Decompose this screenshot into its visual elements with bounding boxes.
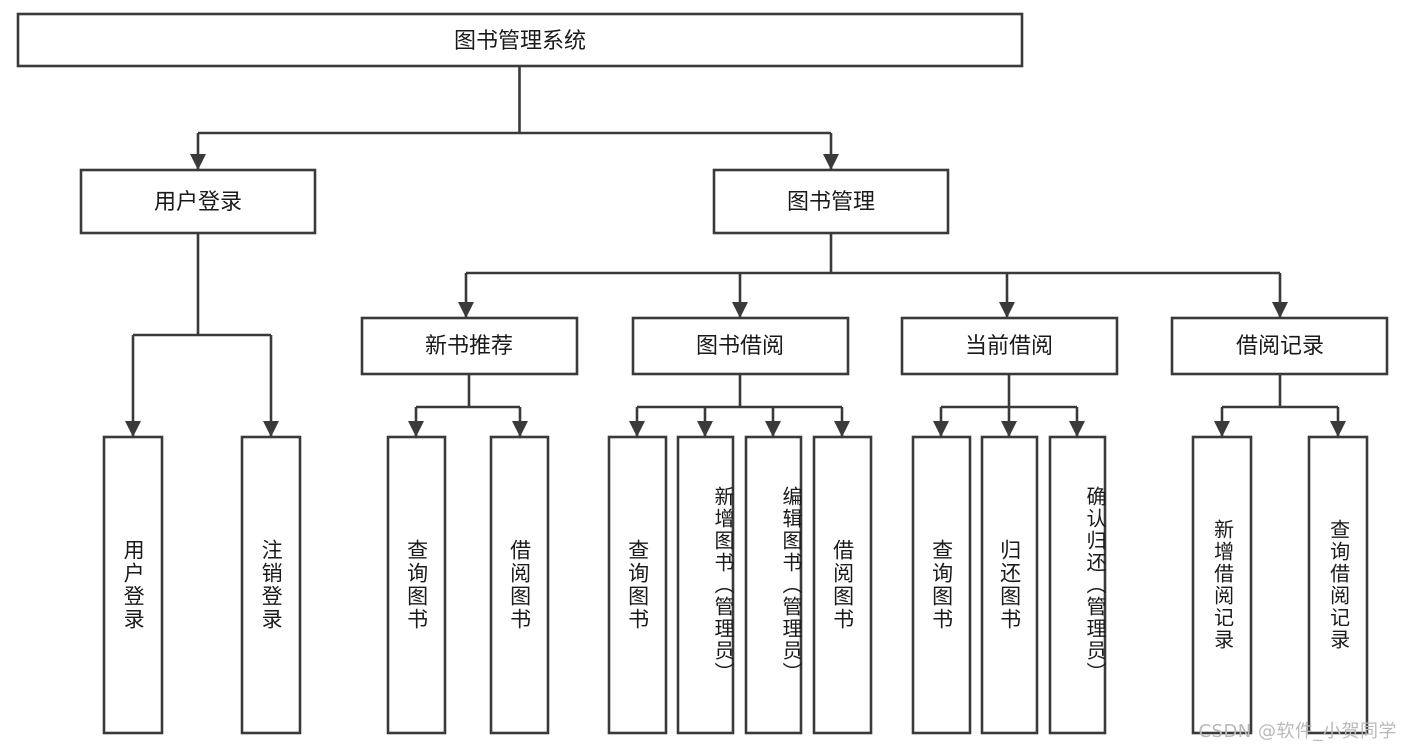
connector-group-user-login	[124, 234, 280, 437]
node-book-borrow-label: 图书借阅	[696, 334, 784, 359]
connector-group-book-borrow	[628, 374, 851, 437]
node-root-label: 图书管理系统	[454, 29, 586, 54]
node-current-borrow-label: 当前借阅	[965, 334, 1053, 359]
node-current-borrow[interactable]	[900, 316, 1119, 376]
connector-group-new-book-recommend	[407, 374, 529, 437]
node-root[interactable]	[16, 12, 1024, 68]
leaf-bb-borrow-book[interactable]	[812, 435, 873, 735]
node-borrow-record[interactable]	[1170, 316, 1389, 376]
connector-group-borrow-record	[1213, 374, 1347, 437]
leaf-bb-edit-book-admin[interactable]	[744, 435, 803, 735]
leaf-br-add-record[interactable]	[1191, 435, 1253, 735]
node-book-mgmt[interactable]	[712, 168, 950, 235]
leaf-cb-query-book[interactable]	[911, 435, 972, 735]
leaf-cb-confirm-return-admin[interactable]	[1048, 435, 1107, 735]
node-borrow-record-label: 借阅记录	[1236, 334, 1324, 359]
leaf-bb-add-book-admin[interactable]	[676, 435, 735, 735]
connector-group-book-mgmt	[457, 234, 1289, 318]
node-user-login[interactable]	[79, 168, 317, 235]
node-book-borrow[interactable]	[631, 316, 850, 376]
leaf-bb-query-book[interactable]	[607, 435, 668, 735]
connector-group-root	[189, 66, 840, 170]
leaf-user-login[interactable]	[102, 435, 164, 735]
leaf-logout-login[interactable]	[240, 435, 302, 735]
leaf-br-query-record[interactable]	[1307, 435, 1369, 735]
connector-group-current-borrow	[932, 374, 1086, 437]
node-new-book-recommend-label: 新书推荐	[425, 334, 513, 359]
node-book-mgmt-label: 图书管理	[787, 190, 875, 215]
leaf-nbr-borrow-book[interactable]	[489, 435, 550, 735]
node-user-login-label: 用户登录	[154, 190, 242, 215]
csdn-watermark: CSDN @软件_小贺同学	[1198, 721, 1397, 742]
leaf-cb-return-book[interactable]	[980, 435, 1039, 735]
leaf-nbr-query-book[interactable]	[386, 435, 447, 735]
node-new-book-recommend[interactable]	[360, 316, 579, 376]
